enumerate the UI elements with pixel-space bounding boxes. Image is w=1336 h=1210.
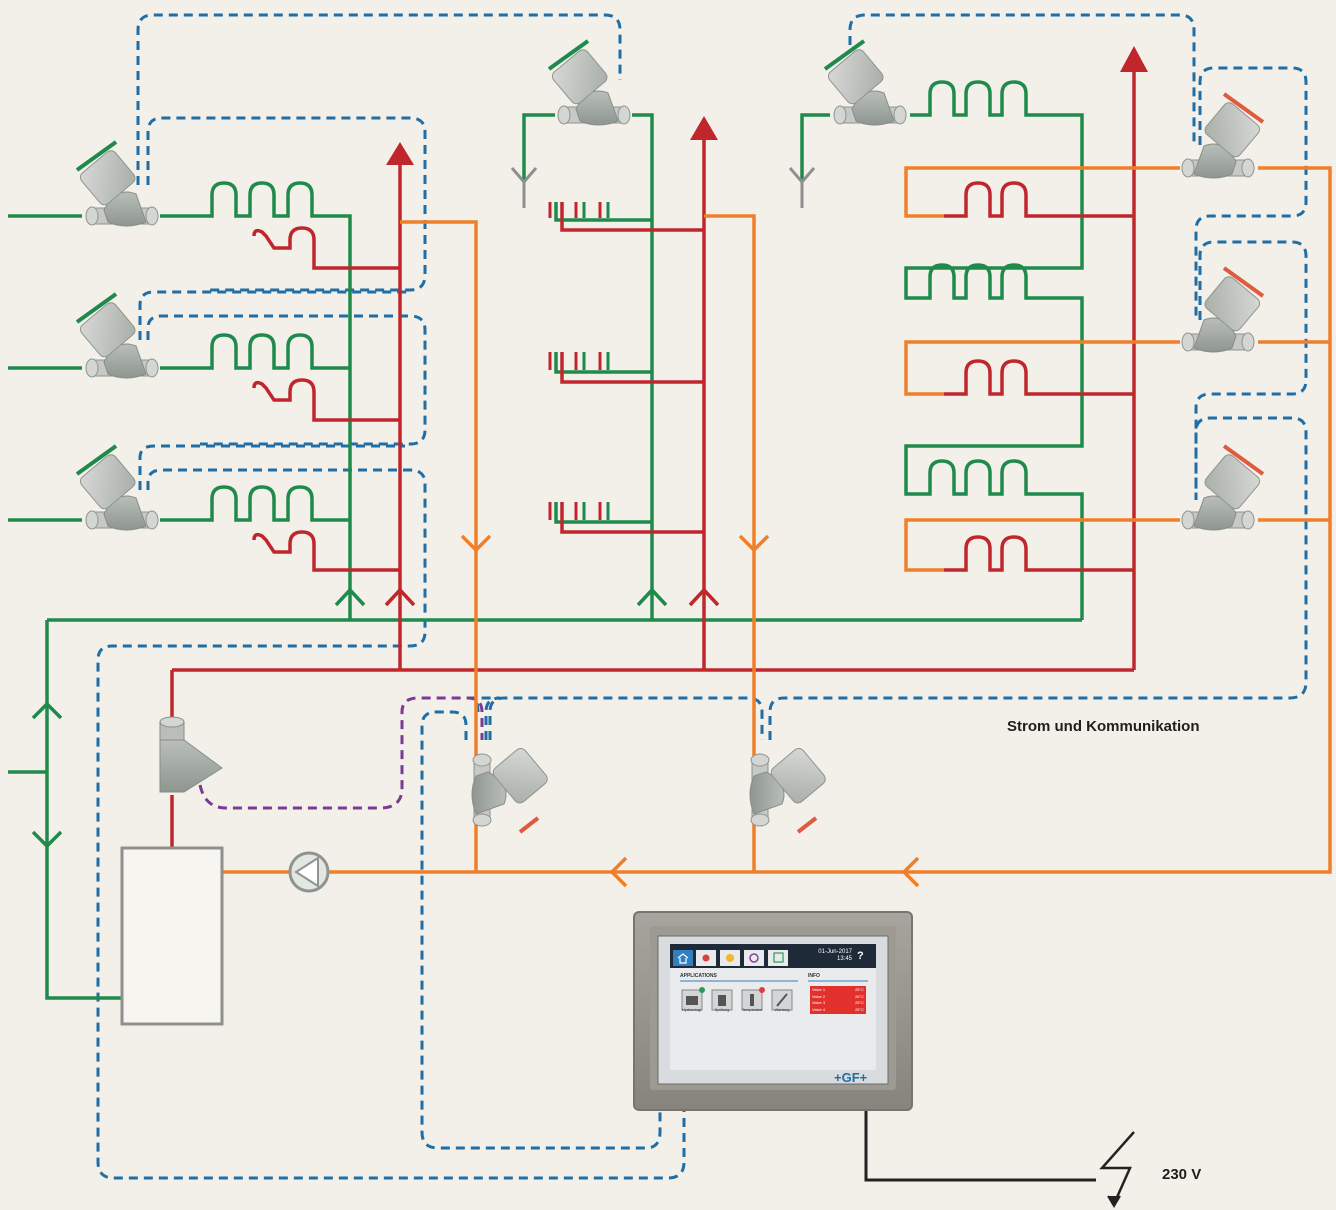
communication-lines [96,13,1308,1180]
control-panel [633,911,913,1111]
valve-icon-left-1 [75,140,159,227]
valve-icon-right-1 [1181,92,1265,179]
panel-time: 13:45 [836,956,852,962]
panel-applications-title: APPLICATIONS [680,973,717,979]
panel-date: 01-Jun-2017 [818,949,852,955]
tap-symbols [510,167,816,208]
pump-icon [288,851,330,893]
cold-water-lines [8,80,1084,1000]
circulation-lines [222,166,1332,888]
valve-icon-left-2 [75,292,159,379]
hot-water-arrowheads [386,46,1148,165]
valve-icon-right-3 [1181,444,1265,531]
thermostatic-mixer-icon [159,716,223,793]
app-label-maintenance[interactable]: Wartung [774,1007,790,1012]
label-voltage: 230 V [1162,1166,1202,1183]
label-power-communication: Strom und Kommunikation [1007,718,1200,735]
app-label-hydraulics[interactable]: Hydraulogi. [681,1007,703,1012]
panel-info-title: INFO [808,973,820,979]
valve-icon-top-middle [547,39,631,126]
lightning-icon [1099,1131,1135,1205]
panel-help-button[interactable]: ? [857,950,864,962]
hot-water-lines [170,72,1136,848]
circulation-valve-icon-2 [749,745,829,827]
valve-icon-top-right [823,39,907,126]
brand-logo: +GF+ [834,1070,868,1085]
fixture-stubs [548,202,610,520]
local-link-line [198,696,484,810]
app-label-flushing[interactable]: Spülung [714,1007,730,1012]
power-cable [864,1108,1096,1182]
app-label-temperature[interactable]: Temperatur [741,1007,763,1012]
circulation-valve-icon-1 [471,745,551,827]
water-heater [120,846,224,1026]
valve-icon-left-3 [75,444,159,531]
valve-icon-right-2 [1181,266,1265,353]
